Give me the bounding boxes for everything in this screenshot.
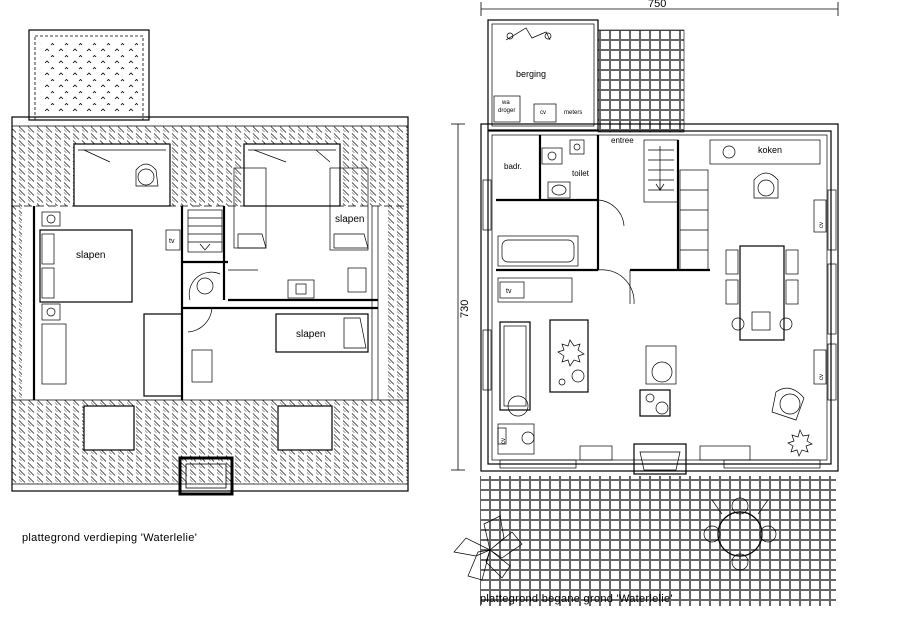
bedroom-right: slapen — [228, 167, 369, 299]
dimension-width: 750 — [648, 0, 666, 10]
room-label-berging: berging — [516, 69, 546, 79]
cv-label-1: cv — [819, 222, 825, 228]
dormer-right — [243, 143, 341, 207]
room-label-toilet: toilet — [572, 169, 590, 178]
tree-symbol — [453, 515, 523, 581]
dormer-bottom-right — [277, 405, 333, 451]
berging-room: berging wa droger cv meters — [487, 19, 599, 131]
room-label-slapen-bottom: slapen — [296, 329, 325, 340]
radiators: cv cv cv — [482, 179, 837, 445]
room-label-slapen-main: slapen — [76, 250, 105, 261]
bed-main: slapen — [39, 211, 133, 321]
cv-label-2: cv — [819, 374, 825, 380]
bedroom-bottom: slapen — [275, 313, 369, 353]
room-label-slapen-right: slapen — [335, 214, 364, 225]
terrace-tiles-bottom — [480, 476, 836, 606]
ground-floor-caption: plattegrond begane grond 'Waterlelie' — [480, 593, 673, 605]
upper-floor-plan: slapen tv — [11, 29, 409, 544]
room-label-entree: entree — [611, 136, 634, 145]
label-droger: droger — [498, 108, 515, 114]
roof-hatching — [12, 126, 408, 484]
label-wa: wa — [501, 100, 510, 106]
dormer-left — [73, 143, 171, 207]
ground-floor-plan: 750 730 berging wa droger cv meters — [451, 0, 839, 606]
room-label-badr: badr. — [504, 162, 522, 171]
balcony — [28, 29, 150, 121]
bathroom-area: badr. toilet — [496, 135, 635, 305]
tv-unit: tv — [497, 277, 573, 303]
tv-label-upper: tv — [169, 238, 175, 245]
front-openings — [499, 443, 821, 475]
entrance-stairs: entree — [611, 136, 710, 272]
upper-stairs: tv — [165, 206, 378, 400]
chimney — [178, 456, 234, 496]
garden-table — [703, 497, 777, 571]
dining-table — [725, 245, 799, 341]
terrace-tiles-top — [598, 30, 684, 132]
house-outline — [480, 123, 839, 472]
upper-floor-caption: plattegrond verdieping 'Waterlelie' — [22, 532, 197, 544]
room-label-koken: koken — [758, 145, 782, 155]
living-room — [497, 319, 813, 457]
label-cv-berging: cv — [540, 110, 546, 116]
cv-label-3: cv — [501, 438, 507, 444]
width-dimension: 750 — [480, 0, 839, 16]
label-meters: meters — [564, 110, 582, 116]
dormer-bottom-left — [83, 405, 135, 451]
desk — [143, 313, 183, 397]
tv-label-ground: tv — [506, 288, 512, 295]
kitchen: koken — [709, 139, 821, 199]
dimension-depth: 730 — [459, 300, 471, 318]
depth-dimension: 730 — [451, 123, 471, 471]
